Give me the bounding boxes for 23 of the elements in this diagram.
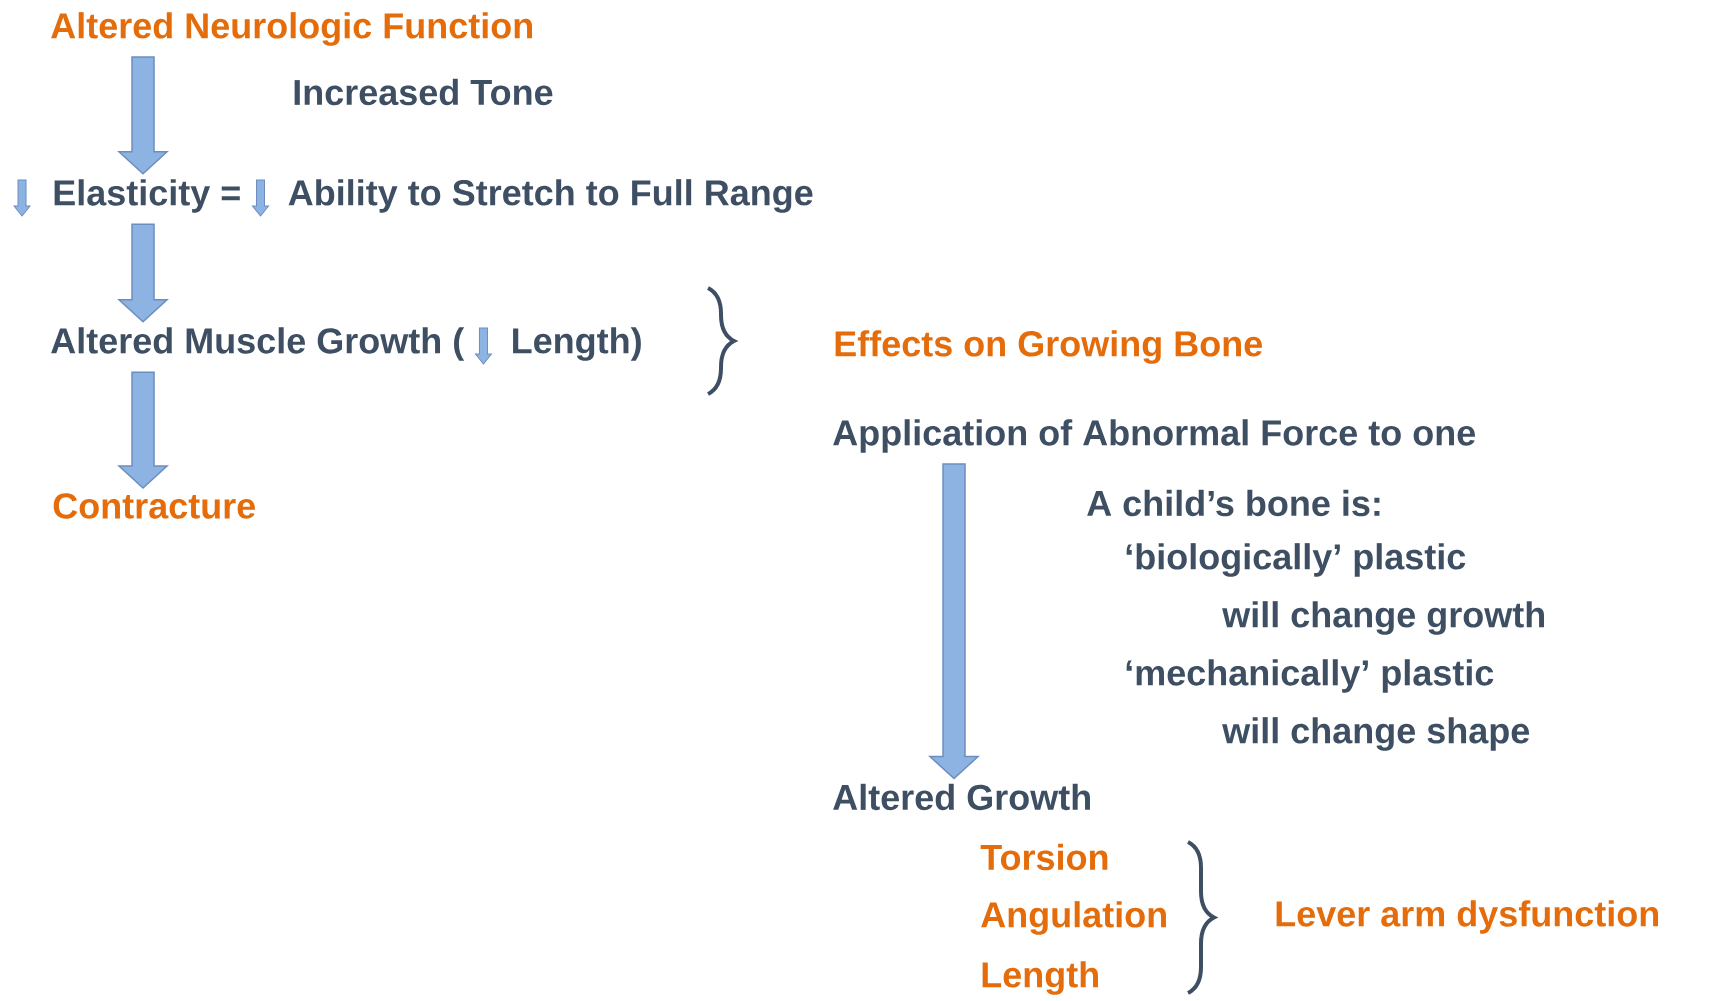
text-label: Effects on Growing Bone [835, 330, 1262, 364]
node-label: Ability to Stretch to Full Range [288, 179, 813, 213]
node-label: Length) [513, 327, 641, 361]
text-label: ‘biologically’ plastic [1126, 543, 1466, 577]
block-arrow [928, 463, 980, 780]
block-arrow [117, 371, 169, 490]
text-label: Lever arm dysfunction [1276, 900, 1659, 934]
node-label: Altered Muscle Growth ( [51, 327, 465, 361]
text-label: will change growth [1222, 601, 1544, 635]
text-label: Torsion [980, 843, 1108, 871]
node-text: Altered Neurologic Function [51, 12, 532, 46]
text-label: A child’s bone is: [1087, 489, 1380, 517]
node-text: Application of Abnormal Force to one [833, 419, 1476, 453]
text-label: Length [982, 961, 1098, 995]
node-label: Elasticity = [54, 179, 240, 213]
text-label: will change shape [1222, 717, 1530, 751]
block-arrow [117, 56, 169, 175]
text-label: Angulation [981, 901, 1166, 935]
node-text: Contracture [53, 493, 255, 519]
block-arrow [117, 223, 169, 323]
text-label: ‘mechanically’ plastic [1126, 659, 1494, 693]
node-text: Altered Growth [833, 783, 1090, 811]
text-label: Increased Tone [294, 78, 553, 106]
